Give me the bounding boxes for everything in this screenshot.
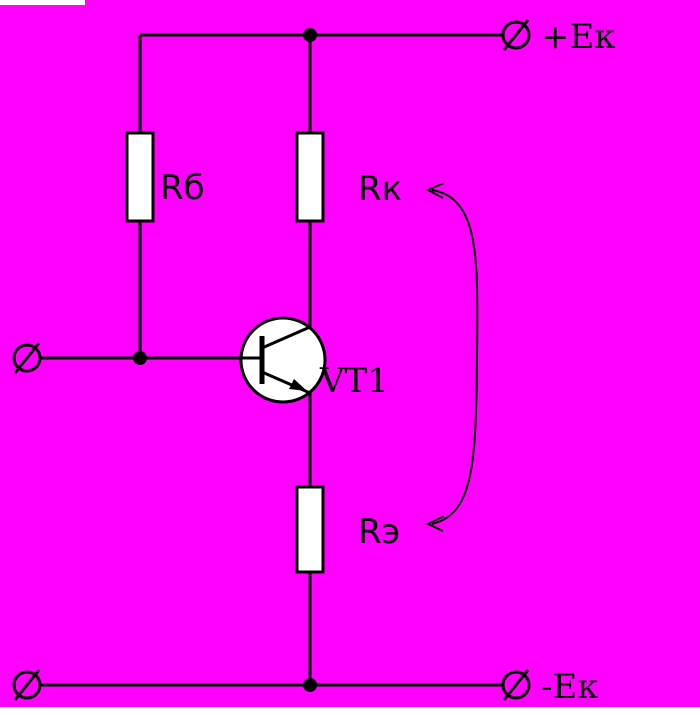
junction-dot-bottom — [303, 678, 317, 692]
terminal-negative-supply-icon — [501, 669, 531, 701]
transistor-body — [239, 316, 327, 404]
top-left-white-strip — [0, 0, 85, 5]
label-resistor-rk: Rк — [358, 169, 402, 209]
resistor-re-body — [295, 485, 325, 574]
junction-dot-base — [133, 351, 147, 365]
resistor-rb-body — [125, 131, 155, 223]
resistor-rk-body — [295, 131, 325, 223]
transistor-emitter-arrow-icon — [289, 379, 307, 391]
terminal-positive-supply-icon — [501, 19, 531, 51]
terminal-input-icon — [12, 342, 42, 374]
label-resistor-rb: Rб — [160, 168, 205, 208]
label-transistor-vt1: VT1 — [319, 361, 389, 401]
transistor-collector-lead — [261, 325, 311, 350]
transistor-vt1-symbol — [239, 316, 327, 404]
rk-re-link-arrow-icon — [425, 182, 479, 532]
terminal-bottom-left-icon — [12, 669, 42, 701]
label-negative-supply: -Eк — [541, 667, 599, 707]
label-positive-supply: +Eк — [541, 17, 616, 57]
junction-dot-top — [303, 28, 317, 42]
bottom-white-strip — [0, 707, 700, 715]
label-resistor-re: Rэ — [358, 512, 400, 552]
